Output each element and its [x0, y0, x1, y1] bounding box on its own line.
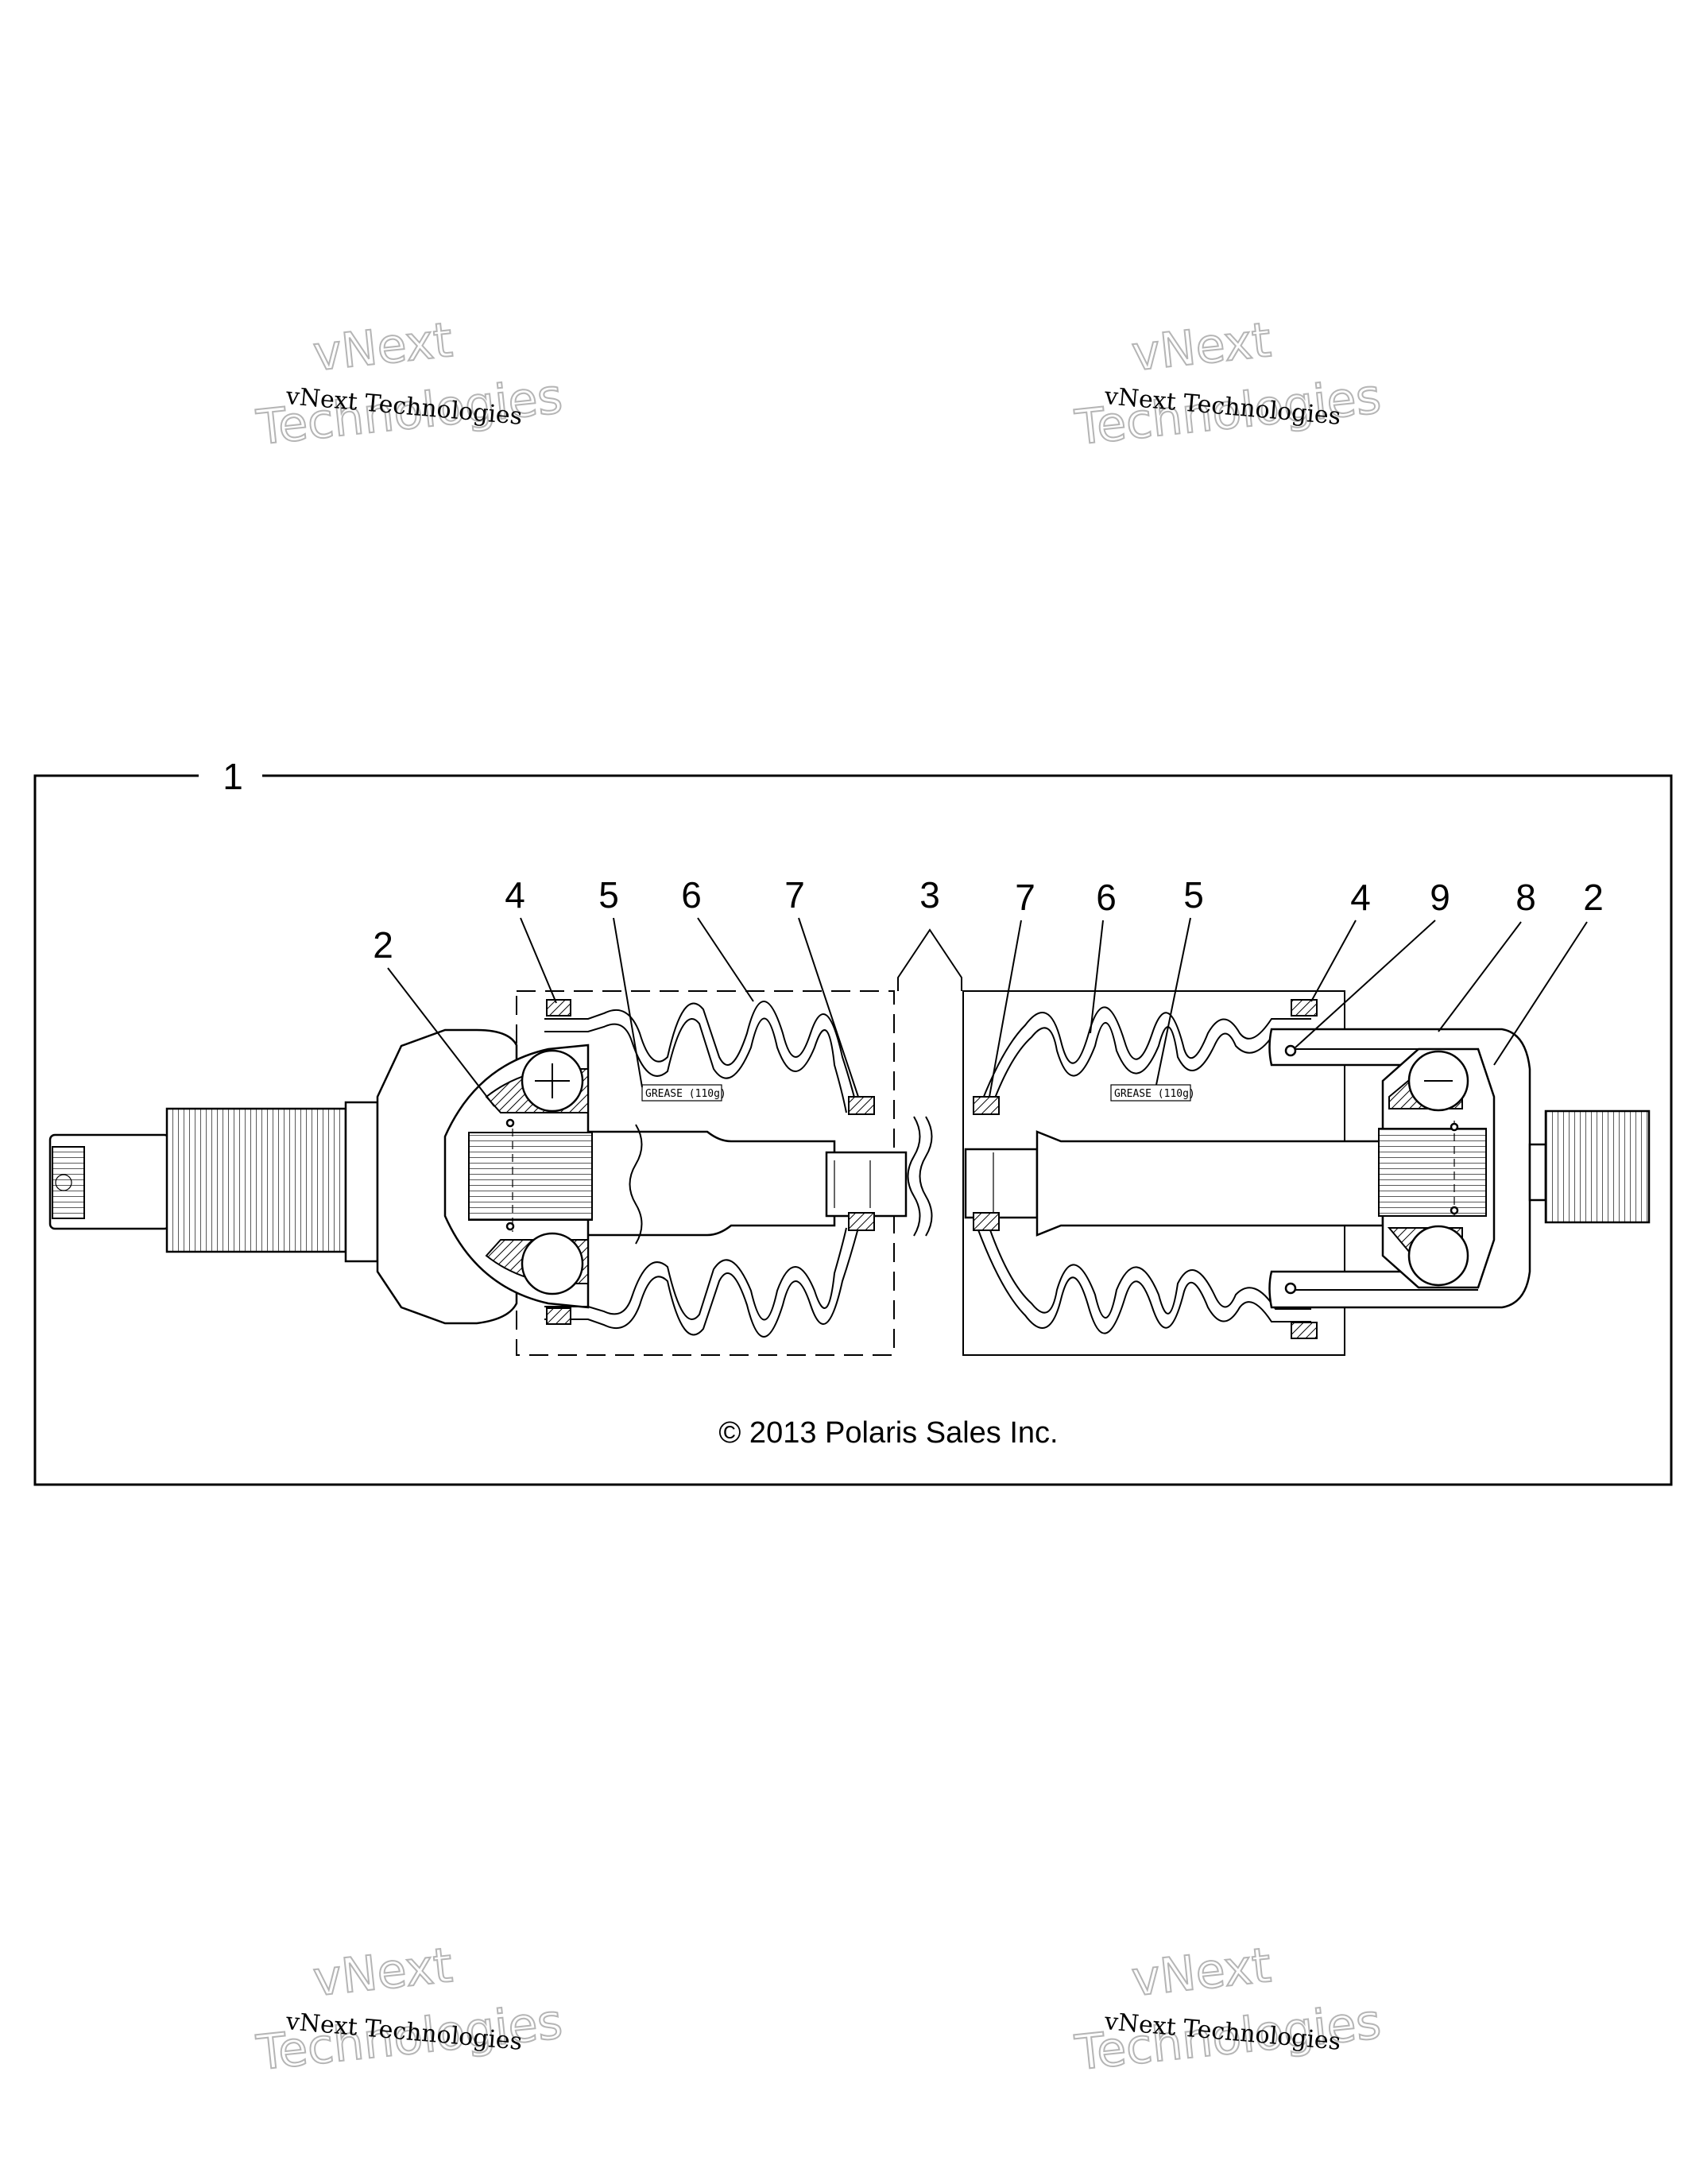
callout-right-6: 6	[1096, 877, 1117, 918]
half-shaft	[583, 1116, 1384, 1245]
callout-right-2: 2	[1583, 877, 1604, 918]
callout-left-4: 4	[505, 874, 525, 916]
left-boot	[544, 999, 875, 1338]
callout-right-9: 9	[1430, 877, 1450, 918]
callout-right-4: 4	[1350, 877, 1371, 918]
inner-cv-joint	[1268, 1028, 1651, 1309]
watermark-top-left: vNext Technologies vNext Technologies	[253, 312, 566, 457]
grease-label-left: GREASE (110g)	[645, 1088, 726, 1100]
callouts: 2 4 5 6 7 3 7 6 5 4 9 8 2	[373, 874, 1604, 966]
callout-left-7: 7	[784, 874, 805, 916]
copyright-text: © 2013 Polaris Sales Inc.	[718, 1416, 1058, 1450]
watermark-big-text: vNext	[1129, 312, 1274, 382]
callout-3: 3	[919, 874, 940, 916]
watermark-big-text: vNext	[1129, 1938, 1274, 2008]
callout-right-7: 7	[1015, 877, 1035, 918]
assembly-frame: 1	[33, 756, 1673, 1486]
callout-3-bracket	[897, 928, 962, 991]
leader-lines	[387, 917, 1588, 1107]
watermark-bottom-right: vNext Technologies vNext Technologies	[1071, 1937, 1384, 2082]
watermark-big-text: vNext	[311, 312, 455, 382]
watermark-bottom-left: vNext Technologies vNext Technologies	[253, 1937, 566, 2082]
callout-left-5: 5	[598, 874, 619, 916]
callout-left-6: 6	[681, 874, 702, 916]
callout-right-8: 8	[1515, 877, 1536, 918]
outer-cv-joint	[48, 1028, 593, 1325]
watermark-top-right: vNext Technologies vNext Technologies	[1071, 312, 1384, 457]
grease-label-right-box	[1110, 1084, 1191, 1102]
callout-left-2: 2	[373, 924, 393, 966]
right-boot	[973, 999, 1318, 1339]
grease-label-right: GREASE (110g)	[1114, 1088, 1195, 1100]
grease-label-left-box	[641, 1084, 722, 1102]
callout-1: 1	[223, 756, 243, 797]
watermark-big-text: vNext	[311, 1938, 455, 2008]
callout-right-5: 5	[1183, 874, 1204, 916]
